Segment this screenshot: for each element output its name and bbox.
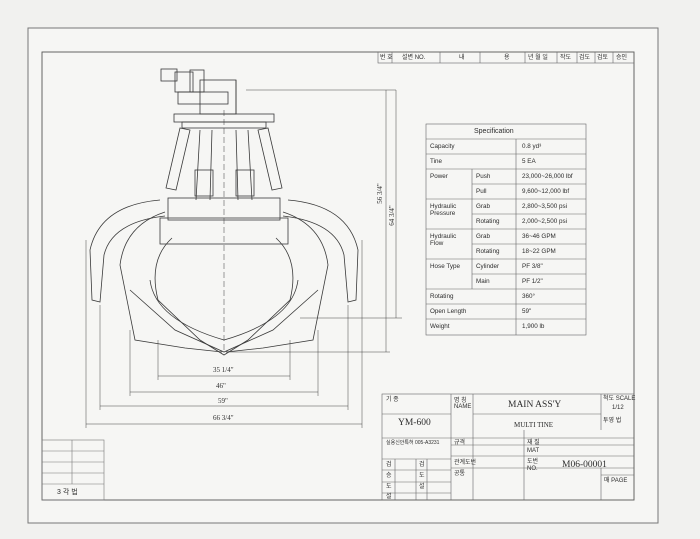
rev-col-approve: 승인 bbox=[616, 55, 628, 61]
material-en: MAT bbox=[527, 448, 540, 454]
rev-col-content-b: 용 bbox=[504, 55, 510, 61]
drawing-no-en: NO. bbox=[527, 466, 538, 472]
role-spec: 규격 bbox=[454, 440, 466, 446]
spec-value: 9,600~12,000 lbf bbox=[522, 188, 570, 195]
rev-col-date: 년 월 일 bbox=[528, 55, 548, 61]
spec-table-grid bbox=[425, 123, 587, 336]
spec-sub-label: Grab bbox=[476, 203, 490, 210]
dim-height-outer: 64 3/4" bbox=[387, 205, 396, 226]
spec-sub-label: Cylinder bbox=[476, 263, 500, 270]
dim-width-3: 59" bbox=[218, 397, 228, 405]
spec-value: 2,800~3,500 psi bbox=[522, 203, 567, 210]
drawing-no-value: M06-00001 bbox=[562, 460, 607, 470]
spec-value: 59" bbox=[522, 308, 532, 315]
cert-line: 실용신안특허 005-A3231 bbox=[386, 440, 440, 446]
spec-label: Hydraulic Pressure bbox=[430, 203, 457, 217]
spec-value: 5 EA bbox=[522, 158, 536, 165]
spec-label: Power bbox=[430, 173, 448, 180]
drawing-no-label: 도번 bbox=[527, 459, 539, 465]
cell-right-2: 설 bbox=[419, 484, 425, 490]
grab-drawing bbox=[89, 68, 359, 356]
spec-value: 1,900 lb bbox=[522, 323, 545, 330]
material-label: 재 질 bbox=[527, 440, 540, 446]
cell-right-0: 검 bbox=[419, 462, 425, 468]
name-line-2: MULTI TINE bbox=[514, 421, 554, 429]
dim-width-1: 35 1/4" bbox=[213, 366, 234, 374]
projection-label: 투영 법 bbox=[603, 418, 622, 424]
name-label: 명 칭 NAME bbox=[454, 398, 472, 410]
spec-value: 23,000~26,000 lbf bbox=[522, 173, 573, 180]
rev-col-checker: 검도 bbox=[579, 55, 591, 61]
cell-left-2: 도 bbox=[386, 484, 392, 490]
spec-sub-label: Rotating bbox=[476, 218, 500, 225]
spec-label: Hydraulic Flow bbox=[430, 233, 457, 247]
dimension-lines bbox=[85, 89, 402, 428]
cell-left-0: 검 bbox=[386, 462, 392, 468]
spec-label: Open Length bbox=[430, 308, 467, 315]
spec-value: 18~22 GPM bbox=[522, 248, 556, 255]
spec-label: Capacity bbox=[430, 143, 455, 150]
page-label: 매 PAGE bbox=[604, 478, 628, 484]
spec-label: Hose Type bbox=[430, 263, 460, 270]
model-label: 기 종 bbox=[386, 397, 399, 403]
spec-sub-label: Pull bbox=[476, 188, 487, 195]
role-common: 공통 bbox=[454, 471, 466, 477]
cell-right-1: 도 bbox=[419, 473, 425, 479]
spec-sub-label: Rotating bbox=[476, 248, 500, 255]
dim-width-4: 66 3/4" bbox=[213, 414, 234, 422]
rev-col-number: 번 호 bbox=[380, 55, 393, 61]
spec-value: PF 3/8" bbox=[522, 263, 543, 270]
spec-title: Specification bbox=[474, 128, 514, 135]
spec-label: Tine bbox=[430, 158, 443, 165]
rev-col-drafter: 작도 bbox=[560, 55, 572, 61]
spec-value: PF 1/2" bbox=[522, 278, 543, 285]
spec-label: Rotating bbox=[430, 293, 454, 300]
spec-sub-label: Push bbox=[476, 173, 491, 180]
rev-col-change-no: 설변 NO. bbox=[402, 55, 426, 61]
cell-left-3: 설 bbox=[386, 494, 392, 500]
spec-label: Weight bbox=[430, 323, 450, 330]
spec-value: 360° bbox=[522, 293, 536, 300]
title-block-grid bbox=[381, 393, 635, 501]
spec-value: 36~46 GPM bbox=[522, 233, 556, 240]
cell-left-1: 승 bbox=[386, 473, 392, 479]
spec-sub-label: Main bbox=[476, 278, 490, 285]
spec-sub-label: Grab bbox=[476, 233, 490, 240]
rev-col-content-a: 내 bbox=[459, 55, 465, 61]
left-revision-table bbox=[41, 439, 105, 501]
scale-label: 척도 SCALE bbox=[603, 396, 636, 402]
rev-col-review: 검토 bbox=[597, 55, 609, 61]
angle-projection: 3 각 법 bbox=[57, 489, 78, 496]
revision-header bbox=[377, 51, 635, 64]
outer-border bbox=[27, 27, 659, 524]
spec-value: 2,000~2,500 psi bbox=[522, 218, 567, 225]
model-value: YM-600 bbox=[398, 418, 431, 428]
dim-height-inner: 56 3/4" bbox=[375, 183, 384, 204]
name-line-1: MAIN ASS'Y bbox=[508, 400, 562, 410]
inner-border bbox=[41, 51, 635, 501]
spec-value: 0.8 yd³ bbox=[522, 143, 542, 150]
dim-width-2: 46" bbox=[216, 382, 226, 390]
scale-value: 1/12 bbox=[612, 405, 624, 411]
role-related: 관계도번 bbox=[454, 460, 477, 466]
